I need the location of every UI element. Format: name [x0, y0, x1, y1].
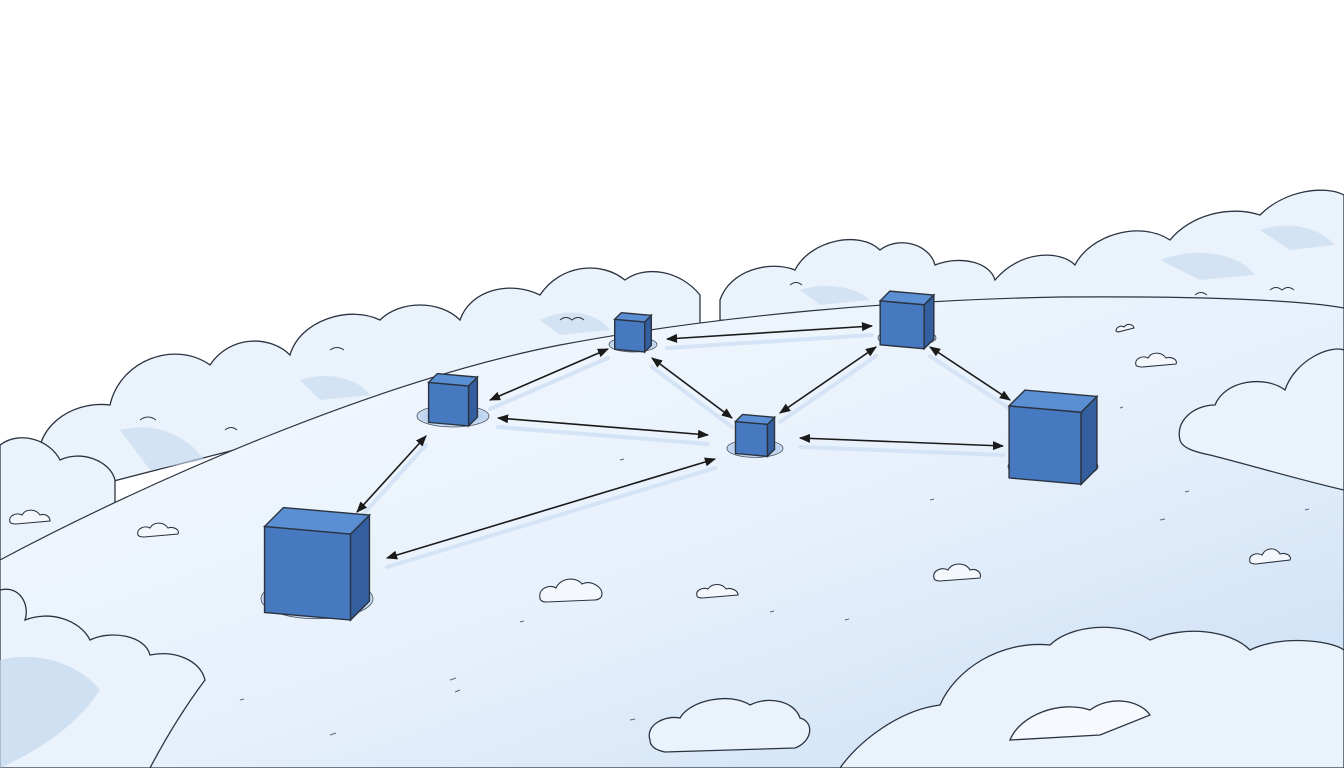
cloud-front-left-shade [0, 656, 100, 768]
cloud-front-right [839, 626, 1344, 768]
node-center-front-face [734, 420, 769, 458]
node-top-center-cube [608, 311, 658, 354]
link-arrow-center-to-right [798, 433, 1005, 451]
node-top-left-front-face [427, 381, 470, 427]
node-bottom-left-cube [260, 506, 374, 622]
node-top-right-top-face [878, 290, 936, 306]
node-right-front-face [1008, 405, 1082, 486]
link-arrow-bottom-left-to-center [385, 457, 717, 560]
node-right-cube [1007, 389, 1099, 486]
cloud-squiggles [139, 282, 1295, 431]
link-arrow-top-center-to-top-right [665, 322, 874, 343]
node-bottom-left-top-face [262, 506, 372, 535]
node-top-right-front-face [879, 300, 925, 350]
node-top-left-top-face [427, 372, 479, 387]
node-center-cube [726, 413, 784, 459]
cloud-bank-back-shade [120, 225, 1335, 470]
node-top-right-cube [877, 290, 937, 351]
links-layer [356, 322, 1011, 560]
node-top-center-front-face [614, 318, 646, 353]
link-arrow-top-right-to-right [929, 346, 1011, 401]
link-arrow-top-center-to-center [651, 357, 733, 419]
cloud-right-mid [1178, 348, 1344, 491]
node-center-top-face [733, 413, 777, 426]
node-top-left-cube [416, 372, 490, 428]
cloud-front-center [648, 698, 811, 753]
node-top-center-top-face [613, 311, 653, 323]
node-right-top-face [1007, 389, 1099, 413]
link-arrow-top-left-to-top-center [488, 348, 610, 401]
link-arrow-top-right-to-center [779, 346, 877, 414]
node-bottom-left-front-face [263, 525, 352, 621]
cloud-puffs [9, 323, 1291, 603]
nodes-layer [260, 290, 1099, 622]
link-arrow-top-left-to-center [496, 414, 710, 439]
